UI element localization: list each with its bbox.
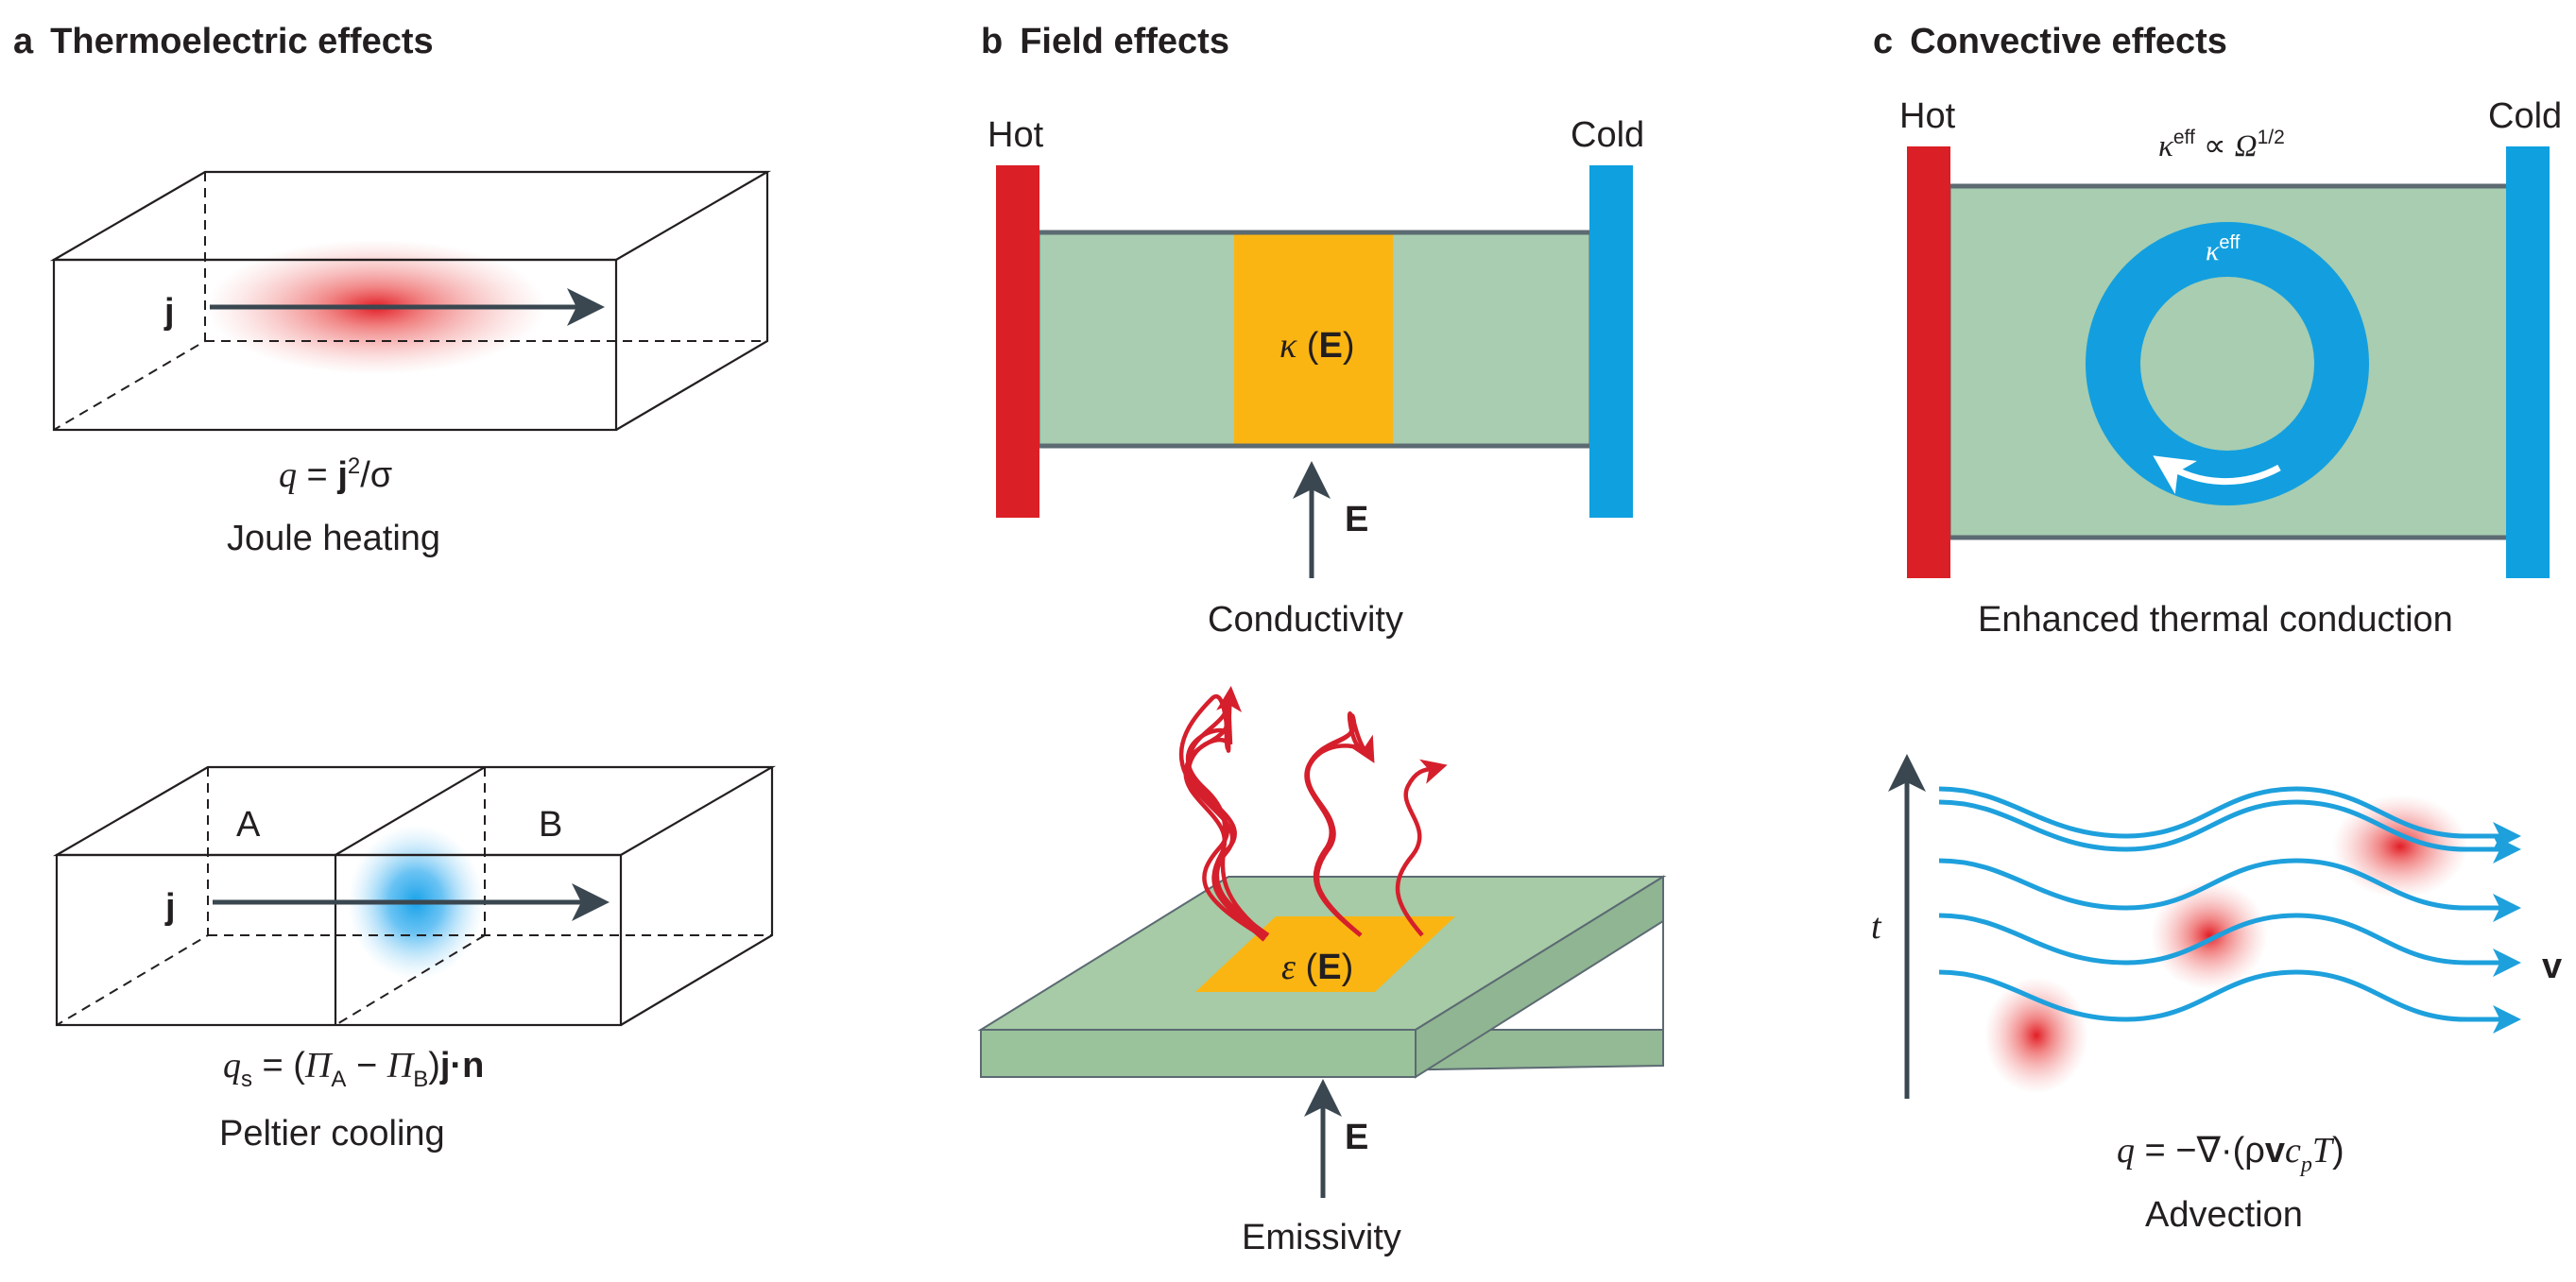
panel-a-heading: a Thermoelectric effects: [13, 22, 434, 61]
enhanced-caption: Enhanced thermal conduction: [1978, 600, 2453, 640]
radiation-wave-2: [1304, 734, 1375, 937]
time-axis-label: t: [1871, 907, 1882, 947]
joule-caption: Joule heating: [227, 519, 440, 558]
velocity-label: v: [2542, 947, 2562, 986]
radiation-wave-1: [1186, 686, 1270, 937]
advection-diagram: t v q = −∇·(ρvcpT) Advection: [1871, 754, 2562, 1235]
ring-kappa-label: κeff: [2206, 232, 2241, 266]
peltier-box: j A B: [52, 765, 777, 1027]
panel-c-heading: c Convective effects: [1873, 22, 2227, 61]
hot-label-c: Hot: [1899, 96, 1956, 136]
cold-label-b: Cold: [1571, 115, 1644, 155]
peltier-caption: Peltier cooling: [219, 1114, 445, 1154]
flow-line-5: [1938, 969, 2521, 1034]
panel-c-letter: c: [1873, 22, 1893, 61]
joule-equation: q = j2/σ: [279, 453, 392, 495]
conductivity-diagram: Hot Cold κ (E) E Conductivity: [987, 115, 1644, 640]
cold-reservoir-b: [1589, 165, 1633, 518]
emissivity-diagram: ε (E) E Emissivity: [977, 686, 1667, 1257]
field-tuned-region: [1234, 232, 1393, 446]
enhanced-conduction-diagram: Hot Cold κeff ∝ Ω1/2 κeff Enhanced therm…: [1899, 96, 2562, 640]
heat-blob-2: [2151, 880, 2268, 990]
panel-a: a Thermoelectric effects j q = j2/σ Joule…: [13, 22, 777, 1154]
cold-reservoir-c: [2506, 146, 2550, 578]
material-a-label: A: [236, 805, 261, 845]
flow-line-4: [1938, 913, 2521, 977]
joule-box: j: [49, 170, 772, 432]
panel-a-title: Thermoelectric effects: [50, 22, 434, 61]
peltier-equation: qs = (ΠA − ΠB)j·n: [223, 1046, 484, 1092]
conductivity-caption: Conductivity: [1208, 600, 1403, 640]
field-label-emissivity: E: [1345, 1118, 1368, 1157]
flow-line-1: [1938, 786, 2521, 850]
advection-equation: q = −∇·(ρvcpT): [2117, 1131, 2344, 1177]
emissivity-caption: Emissivity: [1242, 1218, 1401, 1257]
joule-current-label: j: [163, 292, 175, 332]
panel-b-heading: b Field effects: [981, 22, 1229, 61]
panel-c: c Convective effects Hot Cold κeff ∝ Ω1/2…: [1871, 22, 2562, 1235]
kappa-e-label: κ (E): [1279, 326, 1354, 366]
panel-b-title: Field effects: [1020, 22, 1229, 61]
flow-line-2: [1938, 799, 2521, 863]
panel-b-letter: b: [981, 22, 1003, 61]
heat-blob-1: [1984, 977, 2088, 1094]
cold-label-c: Cold: [2488, 96, 2562, 136]
flow-line-3: [1938, 858, 2521, 922]
convection-ring: [2086, 222, 2369, 505]
epsilon-e-label: ε (E): [1281, 948, 1353, 987]
panel-a-letter: a: [13, 22, 34, 61]
advection-caption: Advection: [2145, 1195, 2303, 1235]
hot-label-b: Hot: [987, 115, 1044, 155]
hot-reservoir-b: [996, 165, 1039, 518]
material-b-label: B: [539, 805, 562, 845]
circulation-arrow: [2153, 455, 2281, 494]
peltier-current-label: j: [164, 887, 176, 927]
kappa-omega-relation: κeff ∝ Ω1/2: [2158, 127, 2285, 163]
panel-c-title: Convective effects: [1910, 22, 2227, 61]
hot-reservoir-c: [1907, 146, 1950, 578]
panel-b: b Field effects Hot Cold κ (E) E Conducti…: [977, 22, 1667, 1257]
radiation-wave-3: [1395, 759, 1448, 937]
field-label-conductivity: E: [1345, 500, 1368, 539]
